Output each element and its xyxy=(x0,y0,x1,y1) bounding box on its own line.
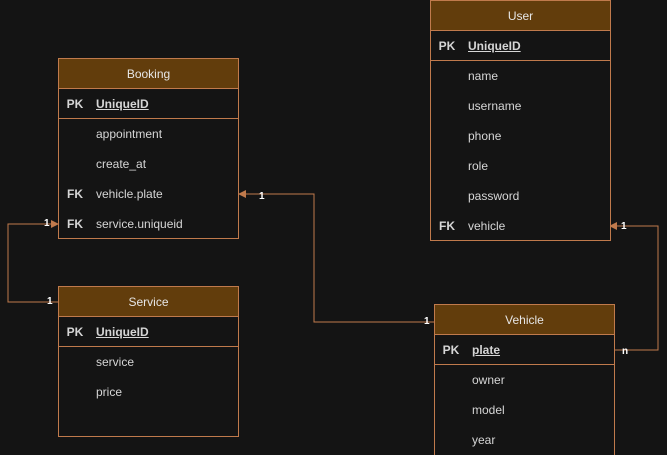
entity-user-field-row: role xyxy=(431,151,610,181)
entity-booking-field-row: create_at xyxy=(59,149,238,179)
cardinality-label: 1 xyxy=(44,218,50,229)
entity-booking-title: Booking xyxy=(59,59,238,89)
entity-service-field-row: service xyxy=(59,347,238,377)
field-name: price xyxy=(96,385,123,399)
field-name: role xyxy=(468,159,489,173)
field-name: service xyxy=(96,355,135,369)
field-name: username xyxy=(468,99,522,113)
entity-user-pk-row: PK UniqueID xyxy=(431,31,610,61)
pk-label: PK xyxy=(442,343,460,357)
key-label xyxy=(431,151,463,181)
entity-vehicle-field-row: owner xyxy=(435,365,614,395)
key-label xyxy=(435,365,467,395)
entity-user-field-row: username xyxy=(431,91,610,121)
entity-user-field-row: name xyxy=(431,61,610,91)
entity-user[interactable]: User PK UniqueID name username phone rol… xyxy=(430,0,611,241)
entity-service[interactable]: Service PK UniqueID service price xyxy=(58,286,239,437)
key-label: FK xyxy=(67,217,83,231)
field-name: year xyxy=(472,433,496,447)
pk-field: UniqueID xyxy=(96,325,149,339)
key-label xyxy=(435,425,467,455)
pk-field: plate xyxy=(472,343,501,357)
entity-vehicle-title: Vehicle xyxy=(435,305,614,335)
entity-booking-field-row: FK vehicle.plate xyxy=(59,179,238,209)
key-label xyxy=(431,91,463,121)
entity-user-field-row: password xyxy=(431,181,610,211)
field-name: vehicle xyxy=(468,219,506,233)
key-label xyxy=(431,181,463,211)
pk-label: PK xyxy=(438,39,456,53)
entity-vehicle-pk-row: PK plate xyxy=(435,335,614,365)
cardinality-label: 1 xyxy=(259,191,265,202)
cardinality-label: 1 xyxy=(621,221,627,232)
field-name: name xyxy=(468,69,499,83)
entity-booking-pk-row: PK UniqueID xyxy=(59,89,238,119)
key-label xyxy=(59,347,91,377)
cardinality-label: 1 xyxy=(47,296,53,307)
entity-vehicle-field-row: model xyxy=(435,395,614,425)
entity-booking[interactable]: Booking PK UniqueID appointment create_a… xyxy=(58,58,239,239)
field-name: owner xyxy=(472,373,505,387)
entity-booking-field-row: appointment xyxy=(59,119,238,149)
field-name: password xyxy=(468,189,520,203)
field-name: model xyxy=(472,403,505,417)
key-label: FK xyxy=(439,219,455,233)
entity-booking-field-row: FK service.uniqueid xyxy=(59,209,238,239)
key-label xyxy=(59,377,91,407)
key-label xyxy=(431,61,463,91)
entity-service-field-row: price xyxy=(59,377,238,407)
cardinality-label: n xyxy=(622,346,629,357)
key-label: FK xyxy=(67,187,83,201)
field-name: phone xyxy=(468,129,502,143)
entity-user-field-row: phone xyxy=(431,121,610,151)
entity-vehicle[interactable]: Vehicle PK plate owner model year xyxy=(434,304,615,455)
cardinality-label: 1 xyxy=(424,316,430,327)
entity-service-title: Service xyxy=(59,287,238,317)
key-label xyxy=(435,395,467,425)
connector-booking-service[interactable] xyxy=(7,220,59,303)
field-name: service.uniqueid xyxy=(96,217,183,231)
entity-vehicle-field-row: year xyxy=(435,425,614,455)
connector-booking-vehicle[interactable] xyxy=(238,190,434,323)
key-label xyxy=(59,149,91,179)
pk-field: UniqueID xyxy=(96,97,149,111)
field-name: create_at xyxy=(96,157,147,171)
field-name: vehicle.plate xyxy=(96,187,163,201)
field-name: appointment xyxy=(96,127,163,141)
key-label xyxy=(431,121,463,151)
pk-label: PK xyxy=(66,325,84,339)
entity-service-pk-row: PK UniqueID xyxy=(59,317,238,347)
pk-field: UniqueID xyxy=(468,39,521,53)
entity-user-field-row: FK vehicle xyxy=(431,211,610,241)
key-label xyxy=(59,119,91,149)
pk-label: PK xyxy=(66,97,84,111)
connector-user-vehicle[interactable] xyxy=(609,222,659,351)
entity-user-title: User xyxy=(431,1,610,31)
